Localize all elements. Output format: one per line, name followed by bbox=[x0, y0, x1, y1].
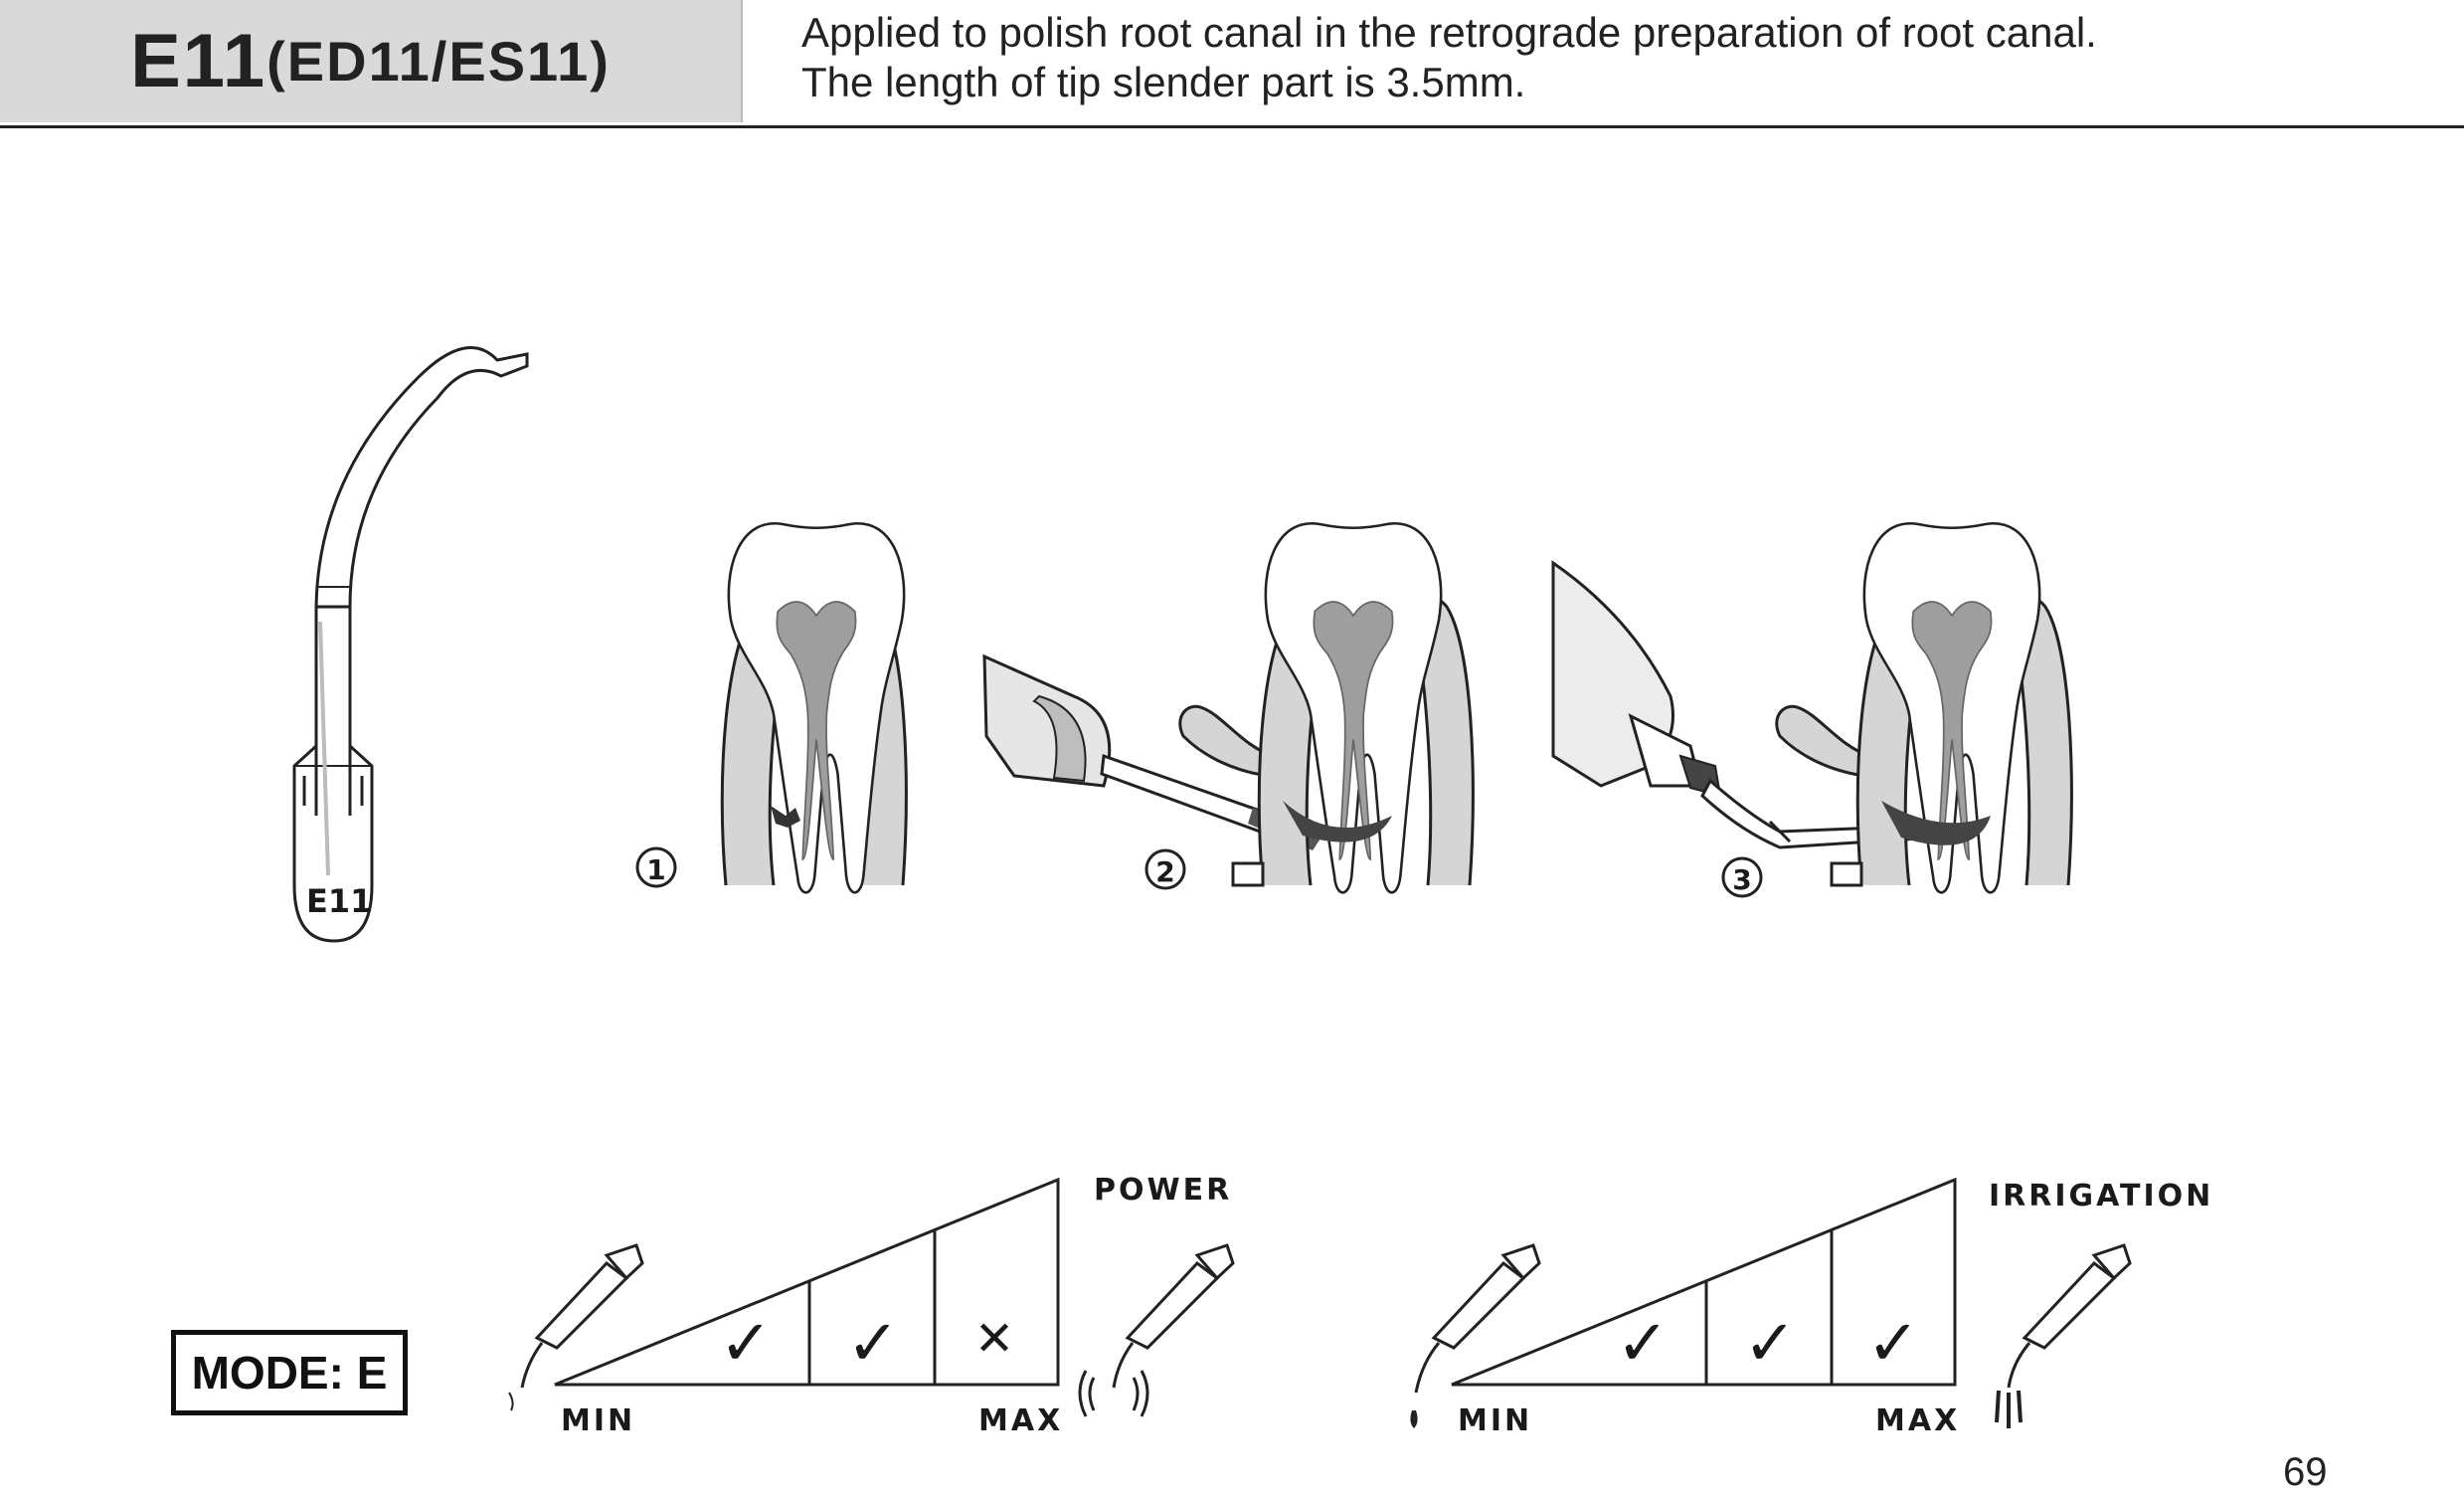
model-variants: (ED11/ES11) bbox=[266, 30, 611, 93]
step-3-illustration bbox=[1551, 521, 2073, 894]
irrigation-mark-3: ✓ bbox=[1866, 1307, 1920, 1381]
step-2-number: 2 bbox=[1155, 855, 1174, 888]
description-line-2: The length of tip slender part is 3.5mm. bbox=[801, 59, 1526, 105]
irrigation-max-handpiece-icon bbox=[1995, 1243, 2132, 1428]
step-1-badge bbox=[635, 846, 677, 888]
description: Applied to polish root canal in the retr… bbox=[801, 8, 2097, 107]
description-line-1: Applied to polish root canal in the retr… bbox=[801, 9, 2097, 56]
power-mark-1: ✓ bbox=[719, 1307, 773, 1381]
step-1-number: 1 bbox=[646, 853, 665, 886]
power-mark-2: ✓ bbox=[846, 1307, 900, 1381]
irrigation-mark-1: ✓ bbox=[1616, 1307, 1670, 1381]
step-2-illustration bbox=[982, 521, 1475, 894]
power-max-handpiece-icon bbox=[1078, 1243, 1235, 1417]
header: E11 (ED11/ES11) Applied to polish root c… bbox=[0, 0, 2464, 128]
power-title: POWER bbox=[1094, 1173, 1232, 1208]
power-min-label: MIN bbox=[561, 1403, 635, 1438]
step-3-number: 3 bbox=[1732, 863, 1751, 896]
power-gauge: ✓ ✓ ✕ POWER MIN MAX bbox=[508, 1173, 1235, 1438]
ultrasonic-tip-illustration: E11 bbox=[292, 346, 529, 943]
irrigation-min-handpiece-icon bbox=[1410, 1243, 1541, 1428]
irrigation-max-label: MAX bbox=[1875, 1403, 1960, 1438]
irrigation-title: IRRIGATION bbox=[1989, 1179, 2213, 1214]
power-mark-3: ✕ bbox=[974, 1311, 1014, 1367]
page-number: 69 bbox=[2283, 1450, 2328, 1494]
irrigation-gauge: ✓ ✓ ✓ IRRIGATION MIN MAX bbox=[1410, 1177, 2213, 1438]
power-min-handpiece-icon bbox=[508, 1243, 644, 1411]
power-max-label: MAX bbox=[978, 1403, 1063, 1438]
step-2-badge bbox=[1144, 848, 1186, 890]
irrigation-min-label: MIN bbox=[1458, 1403, 1532, 1438]
model-title: E11 bbox=[130, 19, 267, 103]
tip-label: E11 bbox=[306, 882, 372, 920]
mode-label: MODE: E bbox=[171, 1330, 408, 1415]
step-1-illustration bbox=[720, 521, 908, 894]
step-3-badge bbox=[1721, 856, 1763, 898]
title-box: E11 (ED11/ES11) bbox=[0, 0, 743, 122]
irrigation-mark-2: ✓ bbox=[1743, 1307, 1797, 1381]
